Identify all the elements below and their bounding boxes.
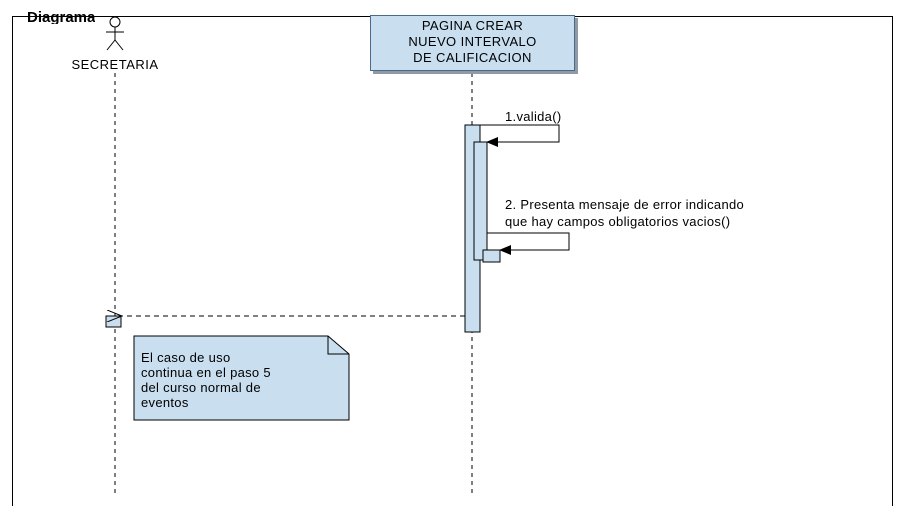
object-name-line-3: DE CALIFICACION <box>413 50 532 65</box>
message-1-label: 1.valida() <box>505 109 562 124</box>
note-line-3: del curso normal de <box>141 380 261 395</box>
note-line-1: El caso de uso <box>141 350 231 365</box>
activation-inner <box>482 249 501 263</box>
message-1-arrow <box>480 124 560 147</box>
actor-activation <box>105 315 122 328</box>
note-line-4: eventos <box>141 395 189 410</box>
message-2-label-line-1: 2. Presenta mensaje de error indicando <box>505 197 745 212</box>
note-line-2: continua en el paso 5 <box>141 365 271 380</box>
actor-name: SECRETARIA <box>71 57 159 72</box>
diagram-frame: Diagrama <box>12 11 893 506</box>
note-shape <box>133 335 350 421</box>
activation-nested <box>473 141 488 261</box>
object-name-line-2: NUEVO INTERVALO <box>408 34 537 49</box>
frame-title: Diagrama <box>27 11 96 24</box>
object-lifeline-box: PAGINA CREAR NUEVO INTERVALO DE CALIFICA… <box>370 15 575 71</box>
object-name-line-1: PAGINA CREAR <box>421 18 524 33</box>
message-2-arrow <box>487 232 570 255</box>
stick-figure-icon <box>106 16 124 51</box>
message-2-label-line-2: que hay campos obligatorios vacios() <box>505 214 731 229</box>
message-2-label: 2. Presenta mensaje de error indicando q… <box>505 196 744 230</box>
note-text: El caso de uso continua en el paso 5 del… <box>141 350 341 410</box>
